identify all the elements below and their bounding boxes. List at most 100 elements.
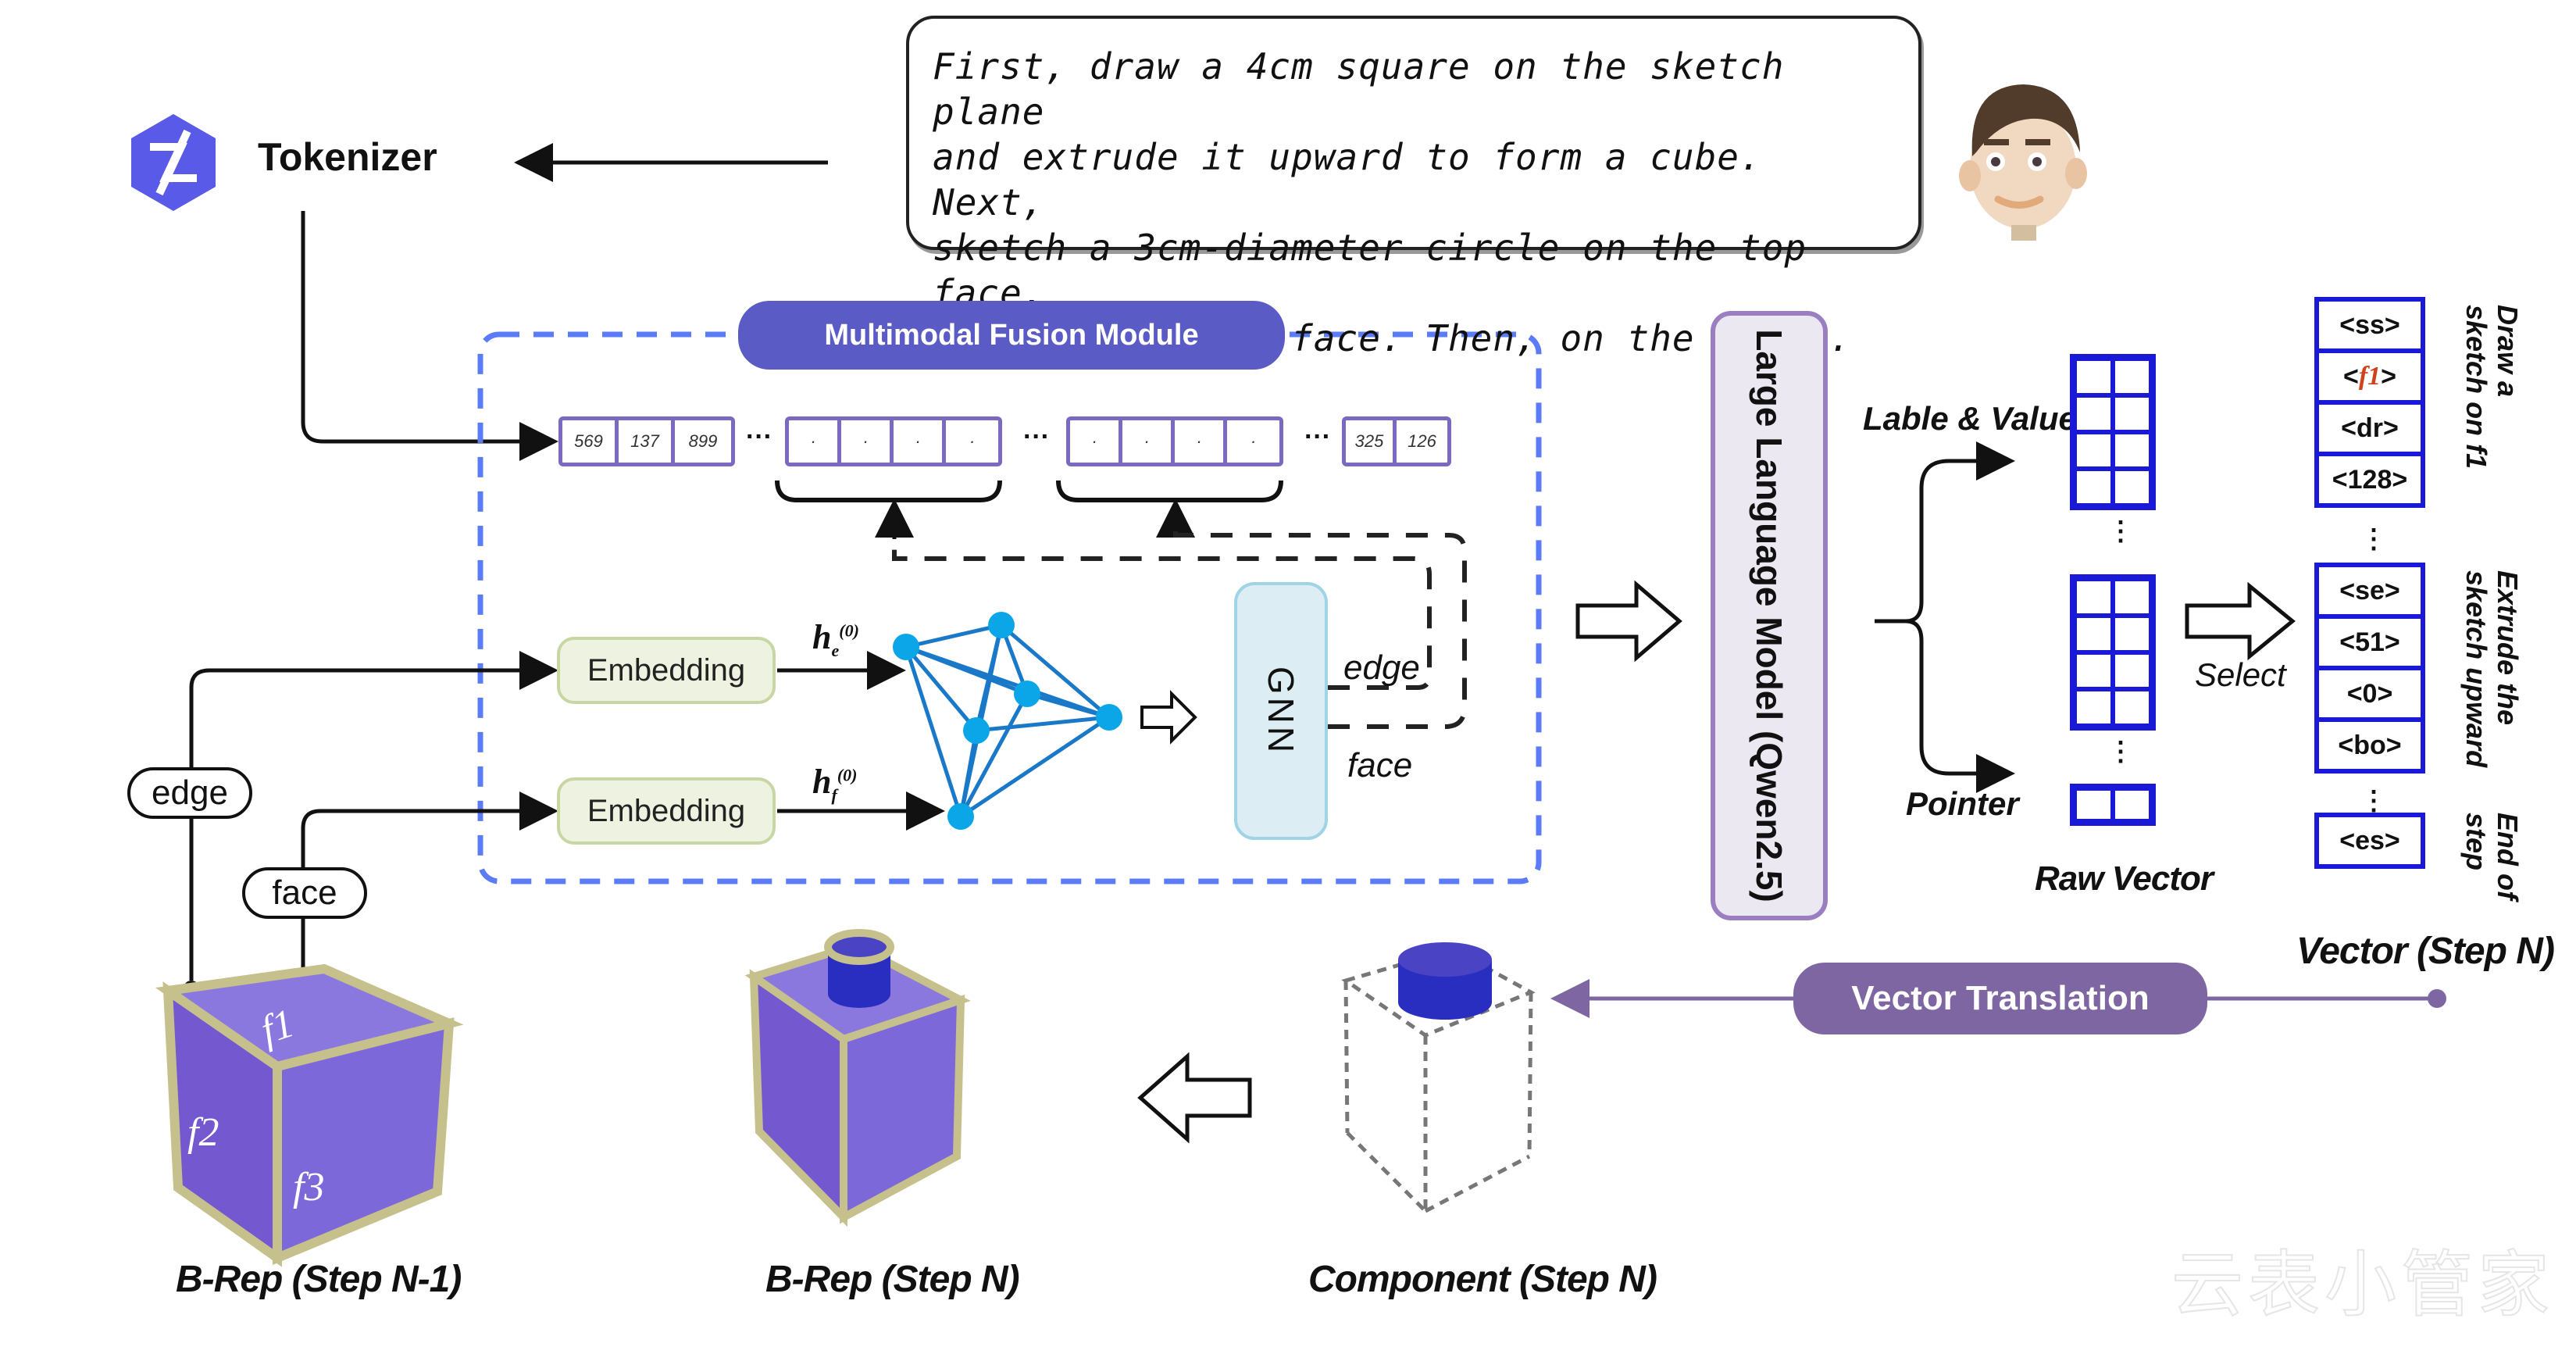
graph-edge [959, 715, 1111, 819]
face-ref-token: f1 [2358, 362, 2382, 391]
token-cell: 126 [1408, 431, 1436, 451]
graph-node [963, 717, 990, 744]
edge-feedback-dashed [892, 539, 1432, 690]
graph-to-gnn-arrow [1140, 690, 1197, 745]
brep-curr-caption: B-Rep (Step N) [765, 1259, 1020, 1300]
raw-vector-grid-middle [2070, 574, 2156, 731]
token-cell: 137 [619, 420, 675, 463]
vector-token: <dr> [2319, 405, 2421, 456]
vector-token: <51> [2319, 619, 2421, 670]
brep-prev-cube [155, 963, 464, 1267]
fusion-module-frame [477, 331, 1542, 884]
graph-node [947, 803, 974, 830]
graph-edge [1000, 623, 1111, 719]
llm-output-brace-lower [1905, 619, 2015, 793]
graph-edge [904, 645, 978, 732]
token-cell: · [841, 420, 894, 463]
token-cell: · [1122, 420, 1175, 463]
gnn-face-output-label: face [1347, 746, 1413, 784]
label-value-head-label: Lable & Value [1863, 400, 2077, 437]
token-cell: · [1070, 420, 1122, 463]
vector-note-end: End of step [2460, 813, 2524, 900]
component-caption: Component (Step N) [1308, 1259, 1657, 1300]
token-group-edge: · · · · [785, 416, 1002, 466]
user-avatar-icon [1959, 84, 2087, 241]
qwen-logo-icon [131, 114, 216, 211]
edge-tag: edge [127, 767, 252, 819]
instruction-line: and extrude it upward to form a cube. Ne… [933, 136, 1762, 223]
llm-output-brace [1875, 441, 2015, 623]
vector-token: <bo> [2338, 730, 2402, 760]
vector-note-draw: Draw a sketch on f1 [2460, 305, 2524, 470]
token-cell: 899 [688, 431, 718, 451]
vector-step-caption: Vector (Step N) [2296, 931, 2555, 972]
face-label-f2: f2 [187, 1110, 219, 1155]
vector-token: <ss> [2319, 302, 2421, 353]
brep-curr-shape [744, 929, 971, 1227]
edge-embedding-block: Embedding [557, 637, 776, 704]
graph-node [893, 634, 919, 660]
raw-vector-grid-bottom [2070, 784, 2156, 826]
select-label: Select [2195, 656, 2286, 693]
edge-input-line [189, 651, 558, 981]
vector-group-draw: <ss> <f1> <dr> <128> [2314, 297, 2425, 508]
graph-node [988, 612, 1015, 638]
graph-edge [904, 646, 963, 817]
face-label-f3: f3 [293, 1165, 325, 1209]
token-cell: · [894, 420, 946, 463]
graph-edge [1026, 691, 1110, 720]
token-group-text: 569 137 899 [558, 416, 735, 466]
graph-node [1014, 681, 1040, 707]
vector-token: <0> [2319, 670, 2421, 722]
graph-node [1096, 704, 1122, 731]
face-feedback-dashed [1173, 516, 1467, 729]
face-tag: face [242, 867, 367, 919]
vector-group-extrude: <se> <51> <0> <bo> [2314, 563, 2425, 774]
vector-token: <se> [2319, 567, 2421, 619]
token-cell: · [969, 431, 976, 451]
token-cell: · [1250, 431, 1257, 451]
gnn-block: GNN [1234, 582, 1328, 840]
raw-vector-vdots: ⋮ [2107, 737, 2134, 766]
vector-vdots: ⋮ [2360, 786, 2387, 816]
component-cylinder [1398, 942, 1492, 1020]
raw-vector-caption: Raw Vector [2035, 859, 2214, 898]
h-edge-label: he(0) [812, 618, 859, 660]
token-group-face: · · · · [1066, 416, 1283, 466]
tokenizer-label: Tokenizer [258, 135, 437, 179]
vector-translation-start-dot [2428, 989, 2446, 1008]
instruction-speech-bubble: First, draw a 4cm square on the sketch p… [906, 16, 1921, 359]
instruction-line: First, draw a 4cm square on the sketch p… [933, 45, 1785, 133]
token-cell: · [1175, 420, 1227, 463]
brep-prev-caption: B-Rep (Step N-1) [176, 1259, 462, 1300]
token-cell: · [789, 420, 841, 463]
llm-block: Large Language Model (Qwen2.5) [1711, 311, 1828, 920]
token-cell: 325 [1346, 420, 1397, 463]
vector-vdots: ⋮ [2360, 524, 2387, 554]
raw-to-vector-arrow [2185, 581, 2296, 661]
face-input-line [301, 791, 558, 991]
watermark: 云表小管家 [2171, 1242, 2555, 1327]
h-face-label: hf(0) [812, 763, 858, 805]
gnn-edge-output-label: edge [1343, 648, 1420, 687]
token-ellipsis: ··· [1304, 422, 1331, 452]
raw-vector-grid-top [2070, 354, 2156, 510]
vector-token: <es> [2339, 825, 2400, 856]
graph-edge [958, 730, 979, 817]
graph-network [893, 612, 1122, 830]
graph-edge [976, 715, 1110, 733]
tokenizer-to-tokens-arrow [301, 211, 558, 461]
pointer-head-label: Pointer [1906, 785, 2019, 822]
vector-token: <128> [2332, 464, 2408, 495]
vector-translation-pill: Vector Translation [1793, 963, 2207, 1034]
fusion-module-title: Multimodal Fusion Module [738, 301, 1285, 370]
component-to-brep-arrow [1137, 1052, 1252, 1144]
token-group-brace-1 [775, 480, 1002, 502]
graph-edge [905, 645, 1110, 720]
token-ellipsis: ··· [1023, 422, 1050, 452]
fusion-to-llm-arrow [1575, 580, 1682, 663]
graph-edge [958, 692, 1029, 818]
graph-edge [905, 623, 1002, 649]
token-group-text-tail: 325 126 [1342, 416, 1451, 466]
